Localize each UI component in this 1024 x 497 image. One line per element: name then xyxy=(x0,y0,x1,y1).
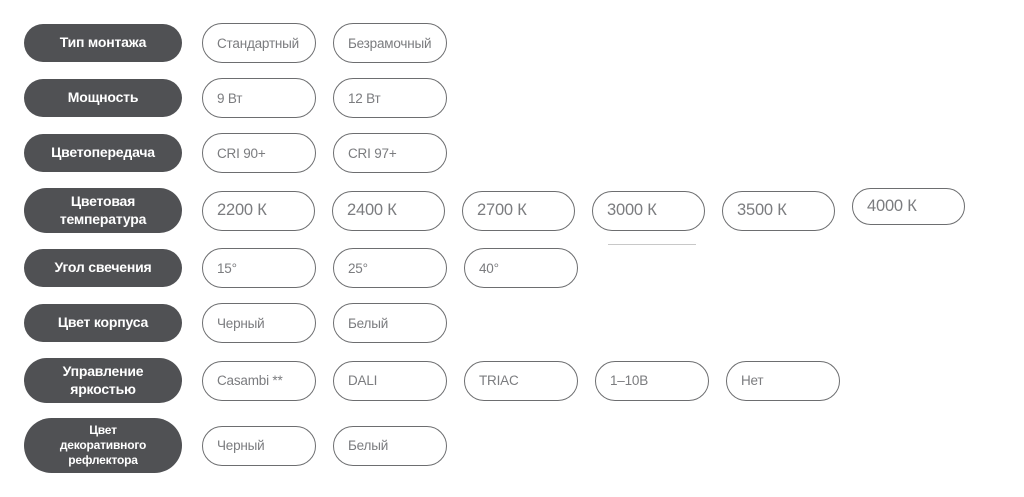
label-color-rendering-text: Цветопередача xyxy=(51,144,155,161)
option-none[interactable]: Нет xyxy=(726,360,840,401)
options-power: 9 Вт 12 Вт xyxy=(202,78,447,118)
label-beam-angle: Угол свечения xyxy=(24,249,182,287)
option-12w[interactable]: 12 Вт xyxy=(333,78,447,118)
option-40deg[interactable]: 40° xyxy=(464,248,578,288)
label-color-temperature: Цветовая температура xyxy=(24,188,182,233)
option-cri-97[interactable]: CRI 97+ xyxy=(333,133,447,173)
row-color-rendering: Цветопередача CRI 90+ CRI 97+ xyxy=(24,133,1024,173)
row-body-color: Цвет корпуса Черный Белый xyxy=(24,303,1024,343)
option-2400k[interactable]: 2400 К xyxy=(332,190,445,231)
label-mounting-type-text: Тип монтажа xyxy=(59,34,147,51)
option-15deg[interactable]: 15° xyxy=(202,248,316,288)
label-body-color: Цвет корпуса xyxy=(24,304,182,342)
option-9w[interactable]: 9 Вт xyxy=(202,78,316,118)
option-3500k[interactable]: 3500 К xyxy=(722,190,835,231)
option-2200k[interactable]: 2200 К xyxy=(202,190,315,231)
option-standard[interactable]: Стандартный xyxy=(202,23,316,63)
options-beam-angle: 15° 25° 40° xyxy=(202,248,578,288)
options-mounting-type: Стандартный Безрамочный xyxy=(202,23,447,63)
options-color-rendering: CRI 90+ CRI 97+ xyxy=(202,133,447,173)
option-3000k[interactable]: 3000 К xyxy=(592,190,705,231)
option-1-10v[interactable]: 1–10В xyxy=(595,360,709,401)
row-power: Мощность 9 Вт 12 Вт xyxy=(24,78,1024,118)
label-power-text: Мощность xyxy=(67,89,139,106)
row-dimming-control: Управление яркостью Casambi ** DALI TRIA… xyxy=(24,358,1024,403)
option-frameless[interactable]: Безрамочный xyxy=(333,23,447,63)
options-color-temperature: 2200 К 2400 К 2700 К 3000 К 3500 К 4000 … xyxy=(202,188,965,245)
label-color-temperature-text: Цветовая температура xyxy=(59,193,147,227)
row-mounting-type: Тип монтажа Стандартный Безрамочный xyxy=(24,23,1024,63)
label-dimming-control-text: Управление яркостью xyxy=(62,363,144,397)
label-beam-angle-text: Угол свечения xyxy=(54,259,152,276)
options-dimming-control: Casambi ** DALI TRIAC 1–10В Нет xyxy=(202,360,840,401)
option-body-black[interactable]: Черный xyxy=(202,303,316,343)
label-color-rendering: Цветопередача xyxy=(24,134,182,172)
option-2700k[interactable]: 2700 К xyxy=(462,190,575,231)
option-25deg[interactable]: 25° xyxy=(333,248,447,288)
label-mounting-type: Тип монтажа xyxy=(24,24,182,62)
option-dali[interactable]: DALI xyxy=(333,360,447,401)
options-reflector-color: Черный Белый xyxy=(202,425,447,466)
option-reflector-black[interactable]: Черный xyxy=(202,425,316,466)
option-cri-90[interactable]: CRI 90+ xyxy=(202,133,316,173)
option-casambi[interactable]: Casambi ** xyxy=(202,360,316,401)
row-beam-angle: Угол свечения 15° 25° 40° xyxy=(24,248,1024,288)
label-reflector-color: Цвет декоративного рефлектора xyxy=(24,418,182,473)
label-body-color-text: Цвет корпуса xyxy=(57,314,149,331)
label-reflector-color-text: Цвет декоративного рефлектора xyxy=(59,423,147,467)
option-reflector-white[interactable]: Белый xyxy=(333,425,447,466)
label-power: Мощность xyxy=(24,79,182,117)
label-dimming-control: Управление яркостью xyxy=(24,358,182,403)
option-triac[interactable]: TRIAC xyxy=(464,360,578,401)
option-4000k[interactable]: 4000 К xyxy=(852,188,965,225)
row-reflector-color: Цвет декоративного рефлектора Черный Бел… xyxy=(24,418,1024,473)
row-color-temperature: Цветовая температура 2200 К 2400 К 2700 … xyxy=(24,188,1024,245)
options-body-color: Черный Белый xyxy=(202,303,447,343)
divider-line xyxy=(608,243,696,245)
option-body-white[interactable]: Белый xyxy=(333,303,447,343)
